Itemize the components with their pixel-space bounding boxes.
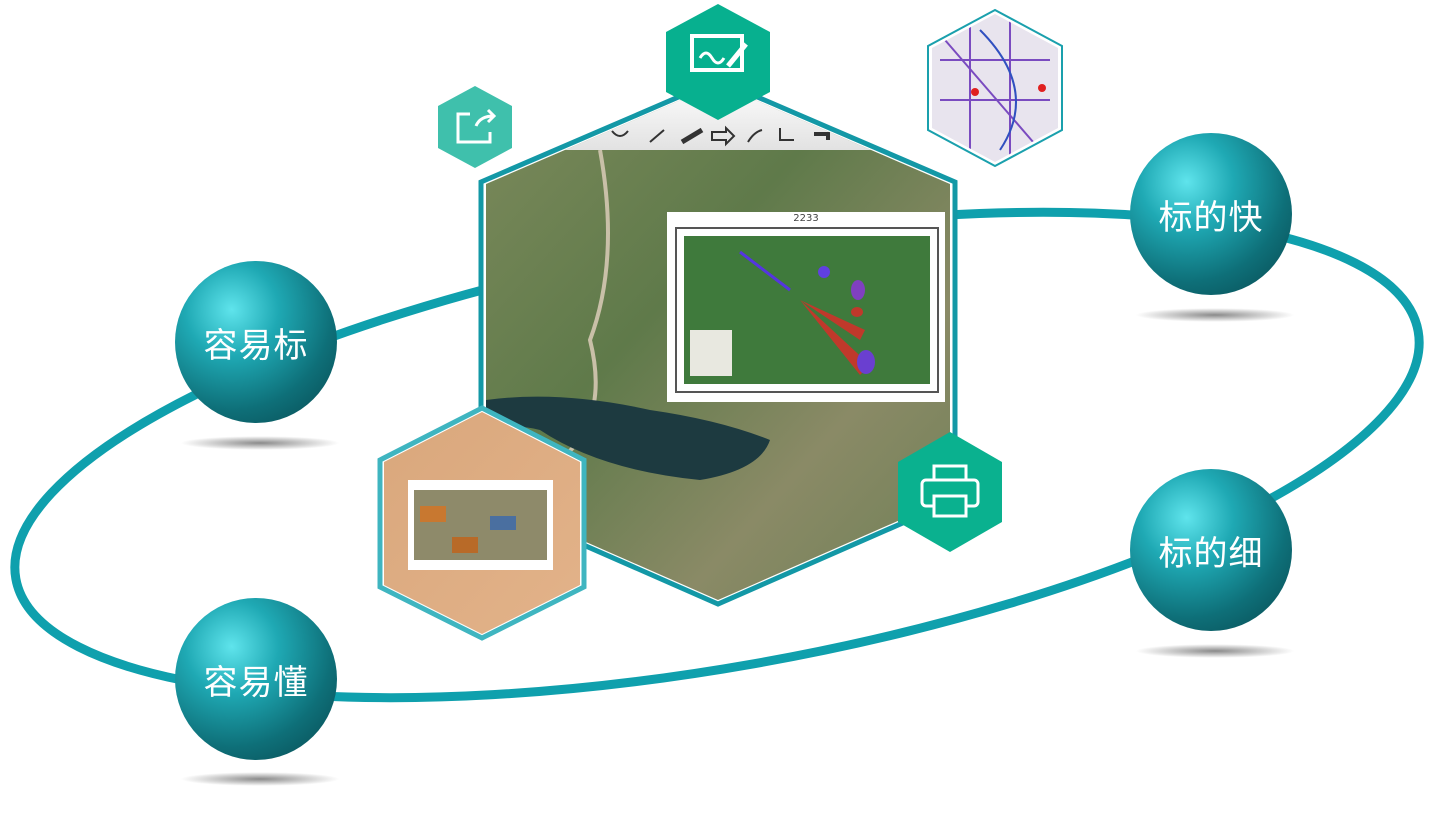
drawing-toolbar[interactable]	[611, 125, 830, 147]
sphere-shadow	[1135, 644, 1295, 658]
map-annotations	[690, 250, 875, 376]
printer-icon[interactable]	[898, 432, 1002, 552]
arrow-tool-icon	[649, 129, 665, 143]
feature-sphere-easy-mark: 容易标	[175, 261, 337, 423]
feature-sphere-easy-understand: 容易懂	[175, 598, 337, 760]
sphere-shadow	[180, 436, 340, 450]
block-arrow-tool-icon	[711, 125, 736, 147]
line-tool-icon	[680, 127, 704, 145]
bent-arrow-tool-icon	[779, 128, 794, 141]
feature-label: 标的细	[1158, 533, 1264, 574]
feature-sphere-detailed: 标的细	[1130, 469, 1292, 631]
feature-label: 容易懂	[203, 662, 309, 703]
drawing-board-icon[interactable]	[666, 4, 770, 120]
sphere-shadow	[180, 772, 340, 786]
feature-sphere-fast: 标的快	[1130, 133, 1292, 295]
metro-map-thumbnail	[927, 8, 1063, 168]
feature-label: 标的快	[1158, 197, 1264, 238]
map-title: 2233	[793, 213, 819, 224]
curve-tool-icon	[611, 130, 629, 137]
sphere-shadow	[1135, 308, 1295, 322]
feature-label: 容易标	[203, 325, 309, 366]
curved-arrow-tool-icon	[747, 129, 763, 143]
share-icon[interactable]	[438, 86, 512, 168]
desert-map-hexagon	[377, 405, 587, 641]
corner-tool-icon	[814, 132, 830, 140]
